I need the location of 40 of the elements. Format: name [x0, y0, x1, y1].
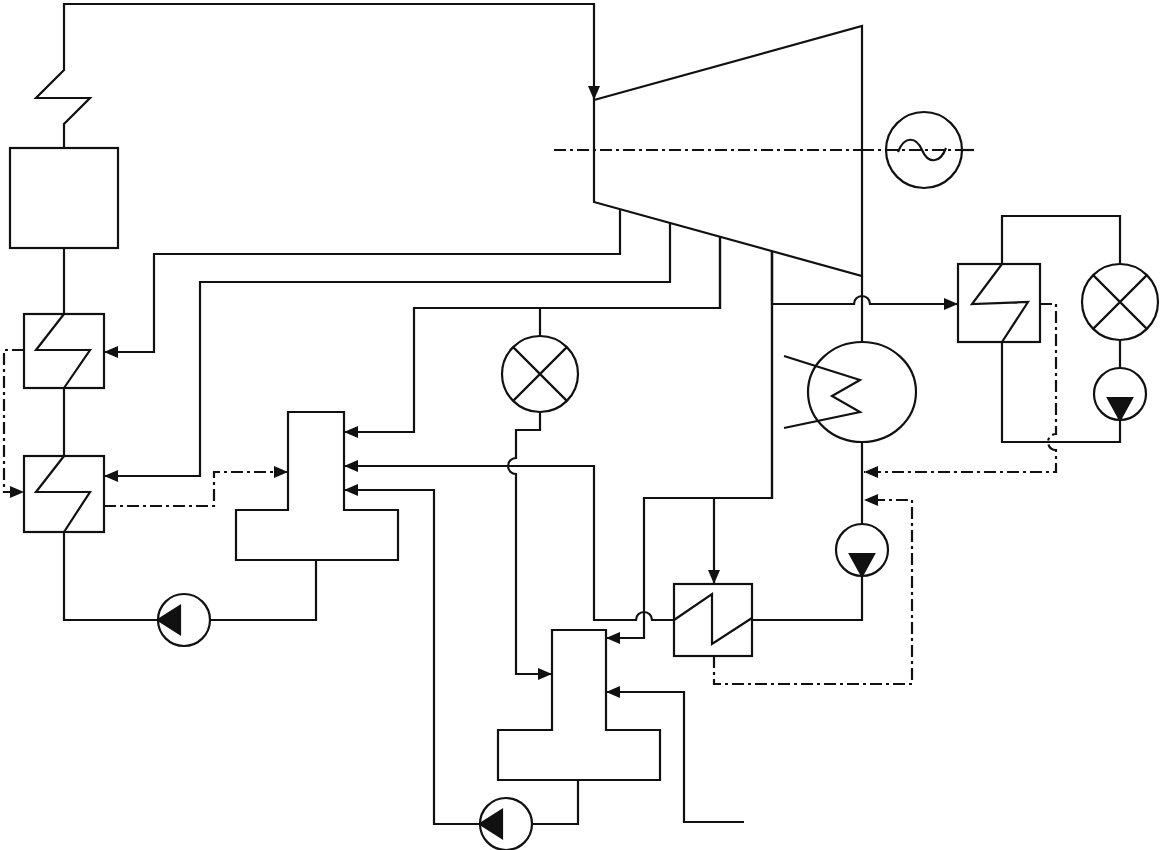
- pipe-line: [62, 388, 66, 456]
- dashed-arrow: [104, 466, 288, 508]
- pipe-line: [538, 236, 722, 336]
- pipe-arrow: [104, 223, 672, 482]
- pump-symbol: [834, 522, 890, 578]
- pump-symbol: [478, 796, 534, 850]
- pipe-arrow: [104, 209, 622, 358]
- pump-symbol: [1092, 366, 1148, 422]
- dashed-arrow: [2, 348, 24, 498]
- heat-consumer-symbol: [500, 334, 580, 414]
- pipe-line: [62, 532, 158, 622]
- heat-consumer-symbol: [1080, 262, 1160, 342]
- heat-exchanger-symbol: [22, 312, 106, 390]
- pipe-line: [860, 442, 864, 524]
- generator-symbol: [884, 110, 964, 190]
- pipe-line: [532, 780, 580, 826]
- pipe-line: [62, 248, 66, 314]
- pipe-arrow: [344, 460, 674, 622]
- deaerator-tank: [234, 410, 400, 562]
- turbine-symbol: [592, 24, 864, 278]
- condenser-symbol: [782, 340, 918, 444]
- dashed-line: [862, 148, 886, 152]
- pipe-line: [210, 560, 318, 622]
- pipe-line: [860, 276, 864, 342]
- dashed-arrow: [712, 494, 914, 686]
- pipe-line: [1118, 340, 1122, 368]
- deaerator-tank: [496, 628, 662, 782]
- pipe-arrow: [606, 251, 774, 644]
- pipe-line: [752, 576, 864, 622]
- pipe-line: [1000, 214, 1122, 264]
- pipe-line: [1000, 342, 1122, 444]
- boiler-box: [8, 146, 120, 250]
- pipe-arrow: [507, 412, 552, 680]
- pipe-arrow: [606, 686, 744, 824]
- heat-exchanger-symbol: [956, 262, 1042, 344]
- pipe-arrow: [33, 2, 600, 148]
- heat-exchanger-symbol: [672, 582, 754, 658]
- pipe-arrow: [344, 484, 480, 826]
- pump-symbol: [156, 592, 212, 648]
- heat-exchanger-symbol: [22, 454, 106, 534]
